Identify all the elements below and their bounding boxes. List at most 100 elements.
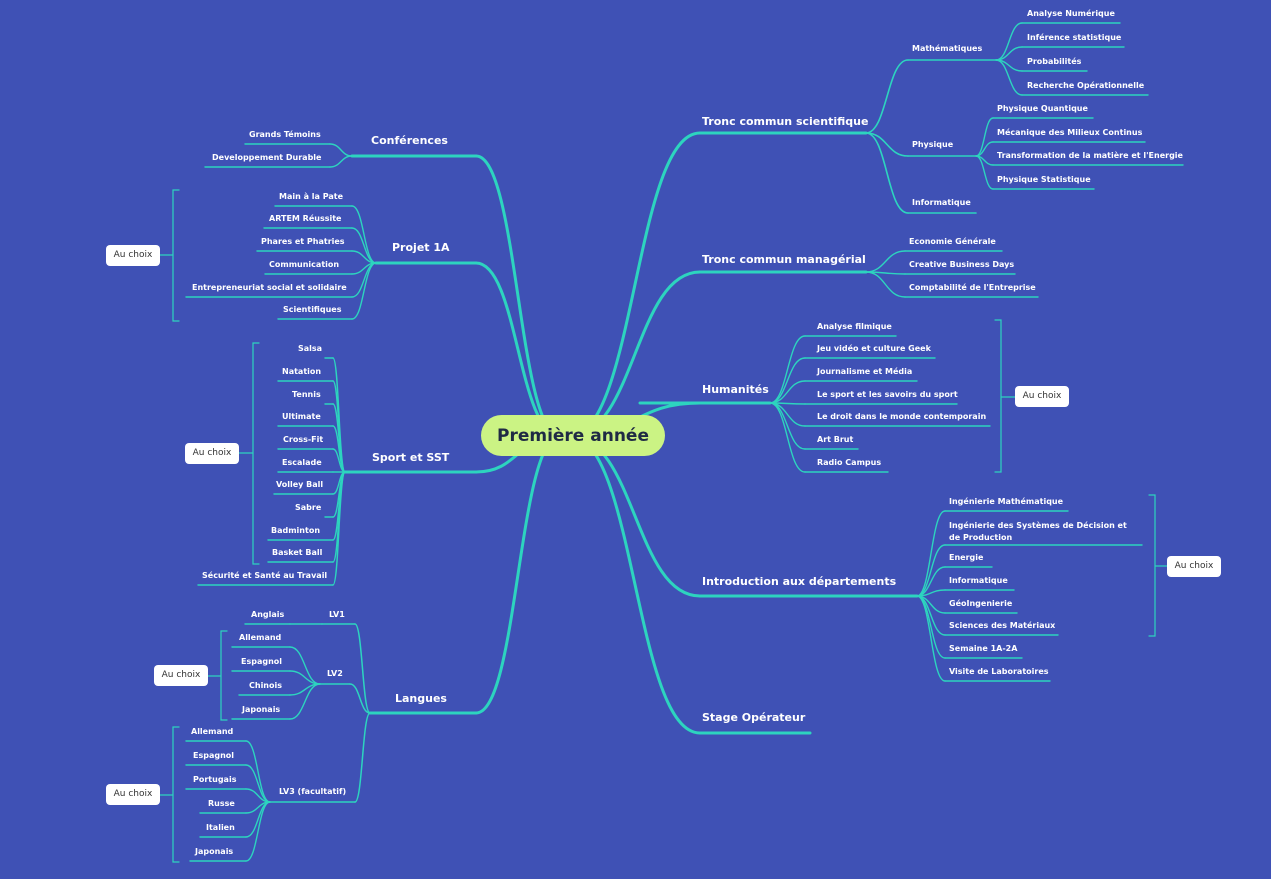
node-conferences[interactable]: Conférences — [371, 134, 448, 147]
node-informatique[interactable]: Informatique — [912, 198, 971, 207]
leaf-man-1[interactable]: Economie Générale — [909, 237, 996, 246]
au-choix-humanites[interactable]: Au choix — [1015, 386, 1069, 407]
au-choix-departements[interactable]: Au choix — [1167, 556, 1221, 577]
leaf-hum-6[interactable]: Art Brut — [817, 435, 854, 444]
leaf-dep-7[interactable]: Semaine 1A-2A — [949, 644, 1018, 653]
node-lv3[interactable]: LV3 (facultatif) — [279, 787, 347, 796]
leaf-hum-7[interactable]: Radio Campus — [817, 458, 882, 467]
link-0 — [568, 131, 702, 438]
leaf-hum-4[interactable]: Le sport et les savoirs du sport — [817, 390, 958, 399]
link-2 — [568, 270, 702, 438]
link-136 — [289, 683, 321, 720]
leaf-projet-5[interactable]: Entrepreneuriat social et solidaire — [192, 283, 347, 292]
node-tronc-scientifique[interactable]: Tronc commun scientifique — [702, 115, 869, 128]
leaf-sport-9[interactable]: Badminton — [271, 526, 321, 535]
node-humanites[interactable]: Humanités — [702, 383, 769, 396]
leaf-dep-5[interactable]: GéoIngenierie — [949, 599, 1013, 608]
link-20 — [865, 132, 909, 157]
node-tronc-managerial[interactable]: Tronc commun managérial — [702, 253, 866, 266]
link-96 — [172, 189, 180, 322]
link-56 — [769, 402, 806, 450]
link-40 — [865, 250, 906, 273]
link-82 — [329, 155, 353, 168]
leaf-projet-1[interactable]: Main à la Pate — [279, 192, 343, 201]
node-lv1[interactable]: LV1 — [329, 610, 345, 619]
link-8 — [568, 434, 702, 735]
leaf-maths-1[interactable]: Analyse Numérique — [1027, 9, 1115, 18]
link-80 — [329, 143, 353, 157]
link-78 — [1148, 494, 1156, 637]
link-18 — [865, 59, 909, 134]
leaf-sport-5[interactable]: Cross-Fit — [283, 435, 324, 444]
leaf-sport-3[interactable]: Tennis — [292, 390, 321, 399]
node-sport-sst[interactable]: Sport et SST — [372, 451, 450, 464]
au-choix-lv2[interactable]: Au choix — [154, 665, 208, 686]
leaf-lv2-2[interactable]: Espagnol — [241, 657, 283, 666]
leaf-lv3-3[interactable]: Portugais — [193, 775, 237, 784]
leaf-sport-1[interactable]: Salsa — [298, 344, 323, 353]
leaf-dep-4[interactable]: Informatique — [949, 576, 1008, 585]
leaf-sport-7[interactable]: Volley Ball — [276, 480, 324, 489]
link-46 — [769, 335, 806, 404]
link-94 — [351, 262, 377, 320]
leaf-projet-2[interactable]: ARTEM Réussite — [269, 214, 342, 223]
leaf-sport-4[interactable]: Ultimate — [282, 412, 321, 421]
leaf-projet-3[interactable]: Phares et Phatries — [261, 237, 345, 246]
leaf-conf-1[interactable]: Grands Témoins — [249, 130, 321, 139]
leaf-lv2-4[interactable]: Japonais — [242, 705, 281, 714]
au-choix-sport[interactable]: Au choix — [185, 443, 239, 464]
leaf-hum-5[interactable]: Le droit dans le monde contemporain — [817, 412, 987, 421]
leaf-maths-4[interactable]: Recherche Opérationnelle — [1027, 81, 1145, 90]
leaf-sport-10[interactable]: Basket Ball — [272, 548, 323, 557]
leaf-man-3[interactable]: Comptabilité de l'Entreprise — [909, 283, 1036, 292]
leaf-sport-6[interactable]: Escalade — [282, 458, 322, 467]
leaf-dep-6[interactable]: Sciences des Matériaux — [949, 621, 1056, 630]
node-stage-operateur[interactable]: Stage Opérateur — [702, 711, 806, 724]
au-choix-projet[interactable]: Au choix — [106, 245, 160, 266]
leaf-lv3-4[interactable]: Russe — [208, 799, 235, 808]
root-node[interactable]: Première année — [481, 415, 665, 456]
leaf-maths-3[interactable]: Probabilités — [1027, 57, 1082, 66]
node-langues[interactable]: Langues — [395, 692, 447, 705]
leaf-lv3-5[interactable]: Italien — [206, 823, 235, 832]
node-projet-1a[interactable]: Projet 1A — [392, 241, 450, 254]
leaf-physique-3[interactable]: Transformation de la matière et l'Energi… — [997, 151, 1183, 160]
leaf-projet-6[interactable]: Scientifiques — [283, 305, 342, 314]
leaf-lv2-1[interactable]: Allemand — [239, 633, 282, 642]
link-140 — [245, 740, 271, 803]
leaf-dep-3[interactable]: Energie — [949, 553, 984, 562]
link-24 — [995, 22, 1023, 61]
link-118 — [332, 471, 346, 586]
leaf-sport-11[interactable]: Sécurité et Santé au Travail — [202, 571, 328, 580]
au-choix-lv3[interactable]: Au choix — [106, 784, 160, 805]
leaf-lv1-1[interactable]: Anglais — [251, 610, 285, 619]
leaf-dep-1[interactable]: Ingénierie Mathématique — [949, 497, 1064, 506]
link-54 — [769, 402, 806, 427]
leaf-man-2[interactable]: Creative Business Days — [909, 260, 1015, 269]
leaf-lv3-6[interactable]: Japonais — [195, 847, 234, 856]
node-lv2[interactable]: LV2 — [327, 669, 343, 678]
leaf-hum-2[interactable]: Jeu vidéo et culture Geek — [817, 344, 931, 353]
link-76 — [916, 595, 946, 682]
leaf-hum-1[interactable]: Analyse filmique — [817, 322, 892, 331]
leaf-hum-3[interactable]: Journalisme et Média — [817, 367, 913, 376]
leaf-physique-4[interactable]: Physique Statistique — [997, 175, 1091, 184]
leaf-physique-1[interactable]: Physique Quantique — [997, 104, 1088, 113]
leaf-sport-8[interactable]: Sabre — [295, 503, 322, 512]
leaf-conf-2[interactable]: Developpement Durable — [212, 153, 322, 162]
node-mathematiques[interactable]: Mathématiques — [912, 44, 983, 53]
node-intro-departements[interactable]: Introduction aux départements — [702, 575, 897, 588]
leaf-lv3-1[interactable]: Allemand — [191, 727, 234, 736]
leaf-lv3-2[interactable]: Espagnol — [193, 751, 235, 760]
leaf-sport-2[interactable]: Natation — [282, 367, 322, 376]
leaf-projet-4[interactable]: Communication — [269, 260, 340, 269]
leaf-maths-2[interactable]: Inférence statistique — [1027, 33, 1122, 42]
leaf-dep-8[interactable]: Visite de Laboratoires — [949, 667, 1049, 676]
node-physique[interactable]: Physique — [912, 140, 954, 149]
link-30 — [995, 59, 1023, 96]
leaf-dep-2[interactable]: Ingénierie des Systèmes de Décision et d… — [949, 521, 1127, 542]
link-126 — [354, 712, 371, 803]
leaf-physique-2[interactable]: Mécanique des Milieux Continus — [997, 128, 1143, 137]
leaf-lv2-3[interactable]: Chinois — [249, 681, 283, 690]
